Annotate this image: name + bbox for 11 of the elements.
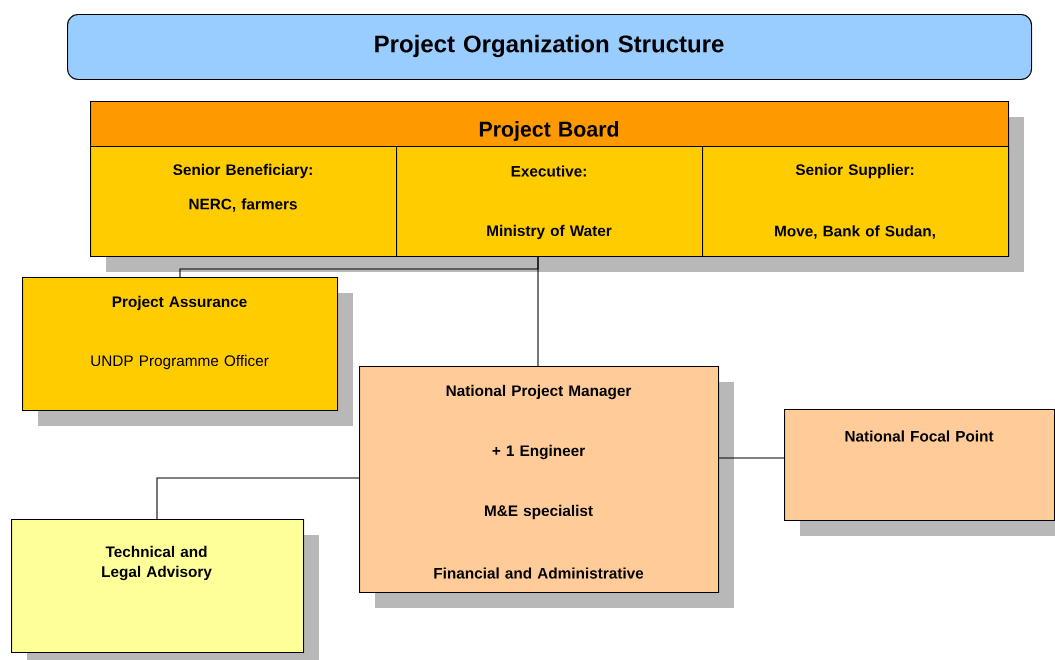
title-box: Project Organization Structure	[67, 14, 1033, 81]
focal-point-box: National Focal Point	[784, 409, 1055, 536]
connector-line	[718, 457, 785, 459]
manager-box: National Project Manager + 1 Engineer M&E specialist Financial and Administrative	[359, 366, 734, 608]
role-cell: Senior Beneficiary: NERC, farmers	[90, 146, 398, 258]
advisory-box: Technical and Legal Advisory	[11, 519, 319, 660]
connector-line	[537, 256, 539, 367]
role-cell: Executive: Ministry of Water	[396, 146, 704, 258]
assurance-box: Project Assurance UNDP Programme Officer	[22, 277, 353, 426]
connector-line	[156, 477, 360, 520]
role-cell: Senior Supplier: Move, Bank of Sudan,	[702, 146, 1010, 258]
